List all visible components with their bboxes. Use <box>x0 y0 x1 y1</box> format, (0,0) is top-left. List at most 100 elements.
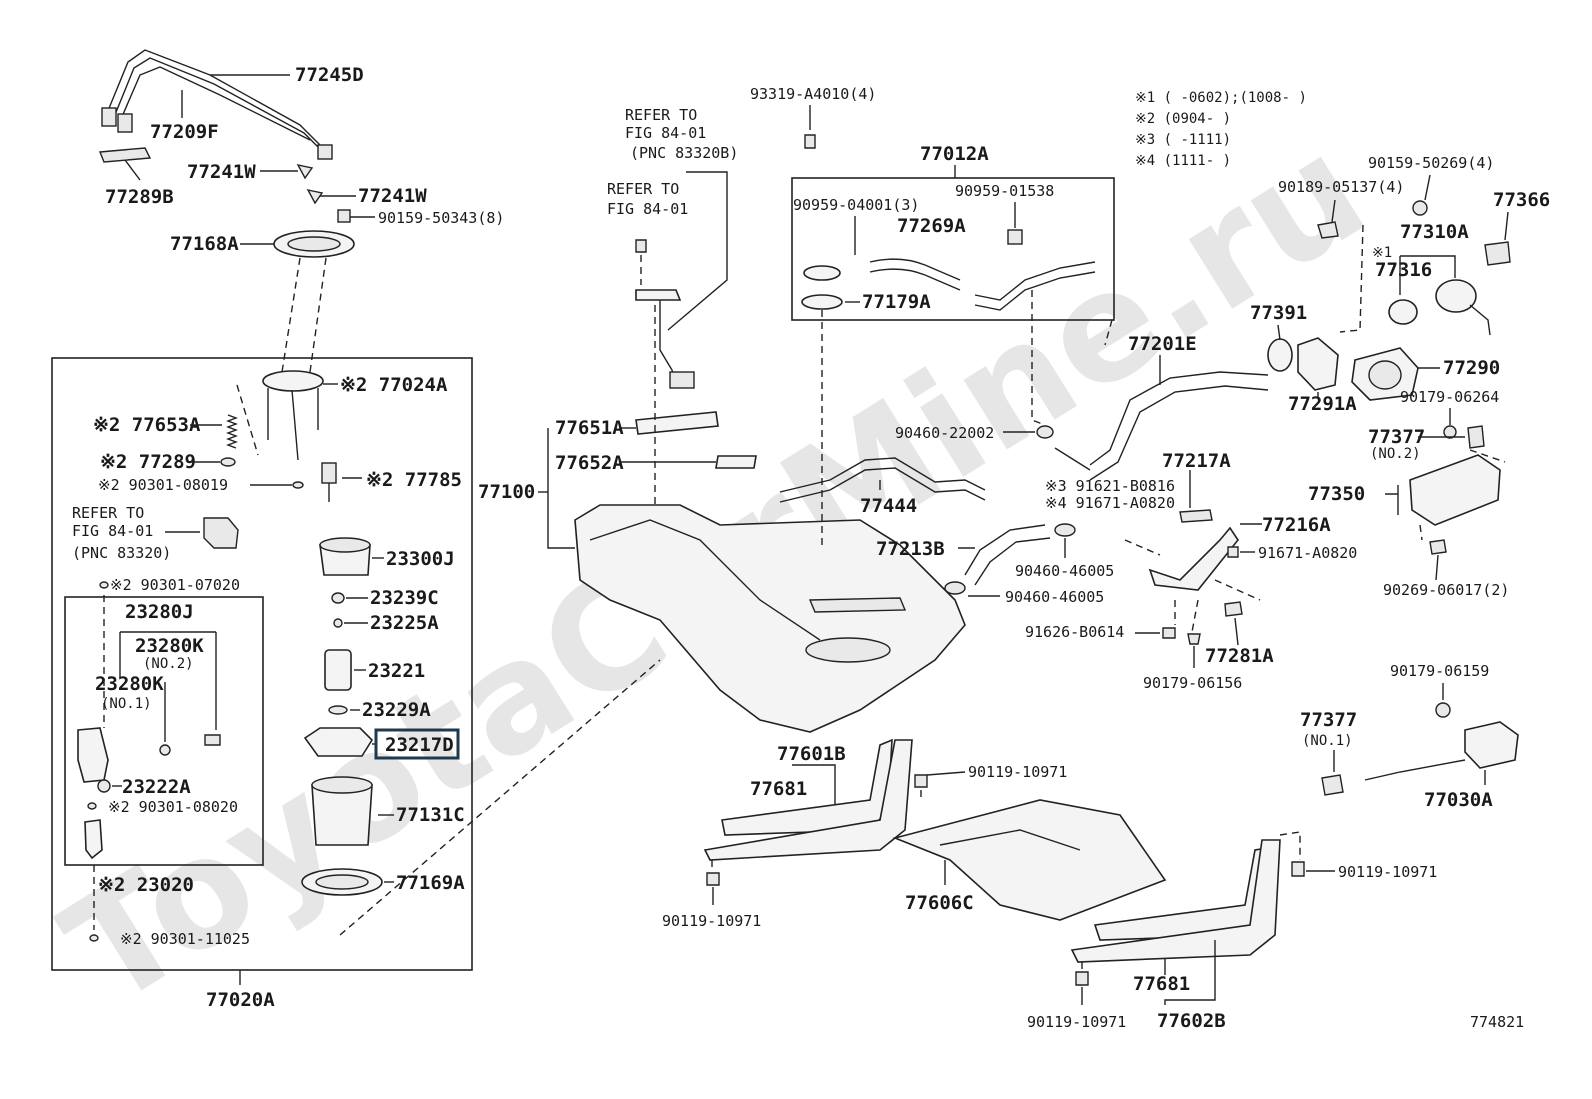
label-77377-no1-note: (NO.1) <box>1302 733 1353 749</box>
bracket-77217A <box>1179 509 1213 523</box>
refer-note-mid-1: REFER TO <box>607 180 679 198</box>
label-77377-no2-note: (NO.2) <box>1370 446 1421 462</box>
label-93319-A4010: 93319-A4010(4) <box>750 85 876 103</box>
label-90460-46005-a: 90460-46005 <box>1015 562 1114 580</box>
label-90460-46005-b: 90460-46005 <box>1005 588 1104 606</box>
filler-pipe-77201E <box>1089 371 1269 466</box>
legend-line-4: ※4 (1111- ) <box>1135 153 1231 169</box>
label-77020A: 77020A <box>206 989 275 1011</box>
fuel-door-opener-77030A <box>1464 721 1519 769</box>
label-23280J: 23280J <box>125 601 194 623</box>
label-77281A: 77281A <box>1205 645 1274 667</box>
label-90159-50269: 90159-50269(4) <box>1368 154 1494 172</box>
label-77350: 77350 <box>1308 483 1365 505</box>
label-77681-a: 77681 <box>750 778 807 800</box>
label-77100: 77100 <box>478 481 535 503</box>
pump-flange-77024A <box>262 370 324 392</box>
label-77652A: 77652A <box>555 452 624 474</box>
legend-line-2: ※2 (0904- ) <box>1135 111 1231 127</box>
label-77179A: 77179A <box>862 291 931 313</box>
label-77217A: 77217A <box>1162 450 1231 472</box>
gasket-77179A <box>801 294 843 310</box>
legend-line-3: ※3 ( -1111) <box>1135 132 1231 148</box>
label-77213B: 77213B <box>876 538 945 560</box>
refer-note-mid-2: FIG 84-01 <box>607 200 688 218</box>
refer-note-left-2: FIG 84-01 <box>72 522 153 540</box>
label-91621-B0816: ※3 91621-B0816 <box>1045 477 1175 495</box>
figure-number: 774821 <box>1470 1013 1524 1031</box>
protector-77606C <box>892 799 1167 921</box>
pad-77651A <box>635 411 719 435</box>
label-77289B: 77289B <box>105 186 174 208</box>
label-23217D[interactable]: 23217D <box>385 734 454 756</box>
label-77310A: 77310A <box>1400 221 1469 243</box>
regulator-23222A <box>77 727 109 783</box>
ring-77391 <box>1267 338 1293 372</box>
label-90301-08020: ※2 90301-08020 <box>108 798 238 816</box>
label-77131C: 77131C <box>396 804 465 826</box>
label-90959-04001: 90959-04001(3) <box>793 196 919 214</box>
label-90119-10971-b: 90119-10971 <box>968 763 1067 781</box>
label-77201E: 77201E <box>1128 333 1197 355</box>
pump-assembly-box <box>51 357 473 971</box>
fuel-cap-77310A <box>1435 279 1477 313</box>
label-90159-50343: 90159-50343(8) <box>378 209 504 227</box>
connector-83320 <box>203 517 239 549</box>
label-90301-08019: ※2 90301-08019 <box>98 476 228 494</box>
label-91626-B0614: 91626-B0614 <box>1025 623 1124 641</box>
fuel-pump-23221 <box>324 649 352 691</box>
label-90301-07020: ※2 90301-07020 <box>110 576 240 594</box>
pressure-regulator-box <box>64 596 264 866</box>
label-23280K-no1: 23280K <box>95 673 164 695</box>
label-77601B: 77601B <box>777 743 846 765</box>
hose-77444 <box>779 457 986 493</box>
label-90179-06264: 90179-06264 <box>1400 388 1499 406</box>
label-23221: 23221 <box>368 660 425 682</box>
label-91671-A0820-b: 91671-A0820 <box>1258 544 1357 562</box>
label-77391: 77391 <box>1250 302 1307 324</box>
label-77269A: 77269A <box>897 215 966 237</box>
fuel-door-77350 <box>1409 454 1501 526</box>
label-23280K-no2-note: (NO.2) <box>143 656 194 672</box>
filler-neck-77291A <box>1297 337 1339 391</box>
label-77168A: 77168A <box>170 233 239 255</box>
spring-77653A <box>226 414 238 449</box>
label-77316-mark: ※1 <box>1372 245 1392 261</box>
label-77316: 77316 <box>1375 259 1432 281</box>
legend-line-1: ※1 ( -0602);(1008- ) <box>1135 90 1307 106</box>
label-77241W-b: 77241W <box>358 185 427 207</box>
label-77289: ※2 77289 <box>100 451 196 473</box>
label-77444: 77444 <box>860 495 917 517</box>
label-90301-11025: ※2 90301-11025 <box>120 930 250 948</box>
label-77377-no2: 77377 <box>1368 426 1425 448</box>
refer-note-top-2: FIG 84-01 <box>625 124 706 142</box>
pump-bracket-77131C <box>311 784 373 846</box>
label-77216A: 77216A <box>1262 514 1331 536</box>
label-77169A: 77169A <box>396 872 465 894</box>
label-77785: ※2 77785 <box>366 469 462 491</box>
label-23020: ※2 23020 <box>98 874 194 896</box>
label-23300J: 23300J <box>386 548 455 570</box>
refer-note-left-3: (PNC 83320) <box>72 544 171 562</box>
label-77024A: ※2 77024A <box>340 374 448 396</box>
label-77602B: 77602B <box>1157 1010 1226 1032</box>
bracket-77216A <box>1148 526 1239 591</box>
label-77291A: 77291A <box>1288 393 1357 415</box>
strainer-23217D <box>303 727 374 757</box>
hose-77269A <box>869 258 961 281</box>
label-23280K-no2: 23280K <box>135 635 204 657</box>
refer-note-left-1: REFER TO <box>72 504 144 522</box>
label-91671-A0820-a: ※4 91671-A0820 <box>1045 494 1175 512</box>
label-90269-06017: 90269-06017(2) <box>1383 581 1509 599</box>
label-77209F: 77209F <box>150 121 219 143</box>
label-90189-05137: 90189-05137(4) <box>1278 178 1404 196</box>
label-90959-01538: 90959-01538 <box>955 182 1054 200</box>
label-90119-10971-c: 90119-10971 <box>1338 863 1437 881</box>
legend: ※1 ( -0602);(1008- ) ※2 (0904- ) ※3 ( -1… <box>1135 90 1307 169</box>
strap-77681-b <box>1070 839 1281 963</box>
label-23239C: 23239C <box>370 587 439 609</box>
fuel-sender-unit <box>635 289 682 301</box>
label-77651A: 77651A <box>555 417 624 439</box>
